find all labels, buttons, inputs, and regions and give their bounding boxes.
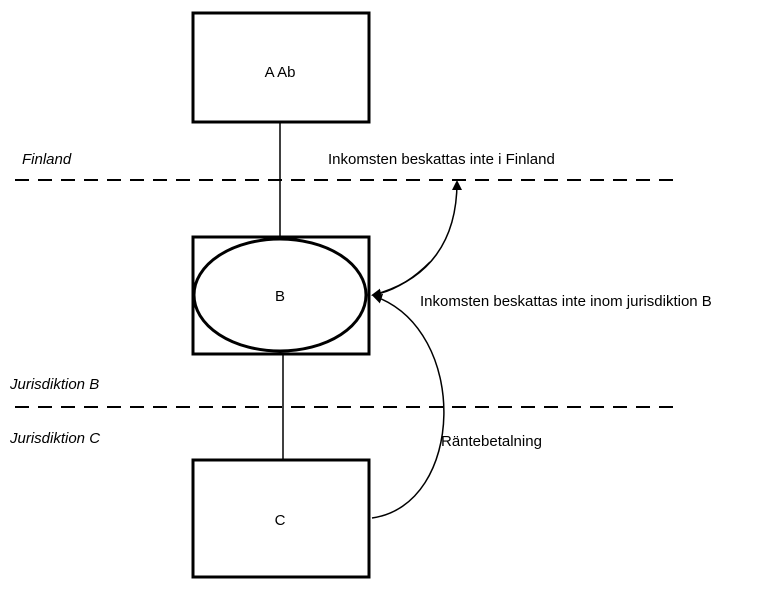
- node-c-label: C: [275, 512, 286, 529]
- node-a-label: A Ab: [265, 64, 296, 81]
- arrow-interest-payment: [371, 293, 445, 519]
- annotation-not-taxed-finland: Inkomsten beskattas inte i Finland: [328, 151, 555, 168]
- annotation-not-taxed-b: Inkomsten beskattas inte inom jurisdikti…: [420, 293, 712, 310]
- arrow-b-to-finland: [372, 180, 462, 296]
- zone-label-jurisdiction-b: Jurisdiktion B: [9, 376, 99, 393]
- node-b-ellipse: [192, 237, 368, 353]
- node-b-label: B: [275, 288, 285, 305]
- zone-label-jurisdiction-c: Jurisdiktion C: [9, 430, 100, 447]
- zone-label-finland: Finland: [22, 151, 72, 168]
- annotation-interest-payment: Räntebetalning: [441, 433, 542, 450]
- node-c-box: [191, 458, 371, 579]
- node-a-box: [191, 11, 371, 124]
- arrow-finland-to-b: [371, 261, 431, 299]
